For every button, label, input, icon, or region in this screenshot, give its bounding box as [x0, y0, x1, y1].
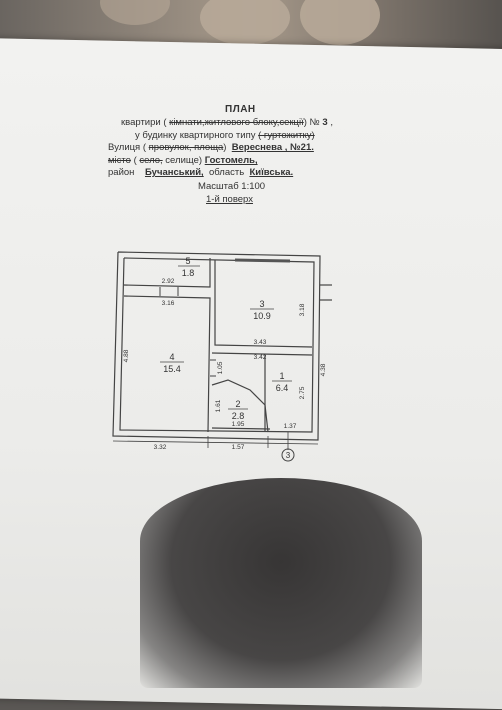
hand-shadow [140, 478, 422, 688]
room-4-number: 4 [169, 352, 174, 362]
floor-label: 1-й поверх [206, 194, 253, 205]
room-1-wall [211, 352, 313, 356]
header-line-street: Вулиця ( провулок, площа) Вереснева , №2… [108, 142, 314, 153]
room-5-area: 1.8 [182, 268, 195, 278]
room-1-area: 6.4 [276, 383, 289, 393]
room-1-number: 1 [279, 371, 284, 381]
fur-patch [200, 0, 290, 45]
dim-label: 4.38 [320, 363, 327, 376]
dim-label: 2.75 [299, 386, 306, 399]
dim-label: 1.57 [232, 444, 245, 451]
header-line-apartment: квартири ( кімнати,житлового блоку,секці… [121, 117, 333, 128]
floor-plan: 5 1.8 3 10.9 4 15.4 1 6.4 2 2.8 2.92 3.1… [112, 251, 332, 462]
dim-label: 1.37 [284, 423, 297, 430]
room-4-wall [123, 295, 211, 433]
dim-label: 3.32 [154, 444, 167, 451]
doc-title: ПЛАН [225, 104, 256, 115]
dim-label: 4.88 [123, 349, 130, 362]
header-line-building: у будинку квартирного типу ( гуртожитку) [135, 130, 315, 141]
dim-label: 1.61 [215, 399, 222, 412]
scale-label: Масштаб 1:100 [198, 181, 266, 192]
room-3-wall [214, 260, 313, 348]
dim-label: 3.42 [254, 354, 267, 361]
room-2-area: 2.8 [232, 411, 245, 421]
room-3-number: 3 [259, 299, 264, 309]
room-2-number: 2 [235, 399, 240, 409]
dim-label: 3.16 [162, 300, 175, 307]
room-2-base [211, 427, 271, 430]
window-top [234, 258, 291, 263]
room-4-area: 15.4 [163, 364, 181, 374]
section-marker [281, 448, 295, 462]
room-5-wall [123, 258, 211, 288]
dim-label: 1.05 [217, 361, 224, 374]
header-line-town: місто ( село, селище) Гостомель, [108, 155, 258, 166]
section-marker-label: 3 [286, 451, 291, 460]
room-5-number: 5 [185, 256, 190, 266]
dim-label: 3.43 [254, 339, 267, 346]
dim-label: 1.95 [232, 421, 245, 428]
header-line-district: район Бучанський, область Київська. [108, 167, 294, 178]
dim-label: 3.18 [299, 303, 306, 316]
room-2-wall [211, 379, 269, 433]
room-3-area: 10.9 [253, 311, 271, 321]
outer-wall [112, 251, 321, 441]
dimension-line [112, 440, 319, 445]
dim-label: 2.92 [162, 278, 175, 285]
